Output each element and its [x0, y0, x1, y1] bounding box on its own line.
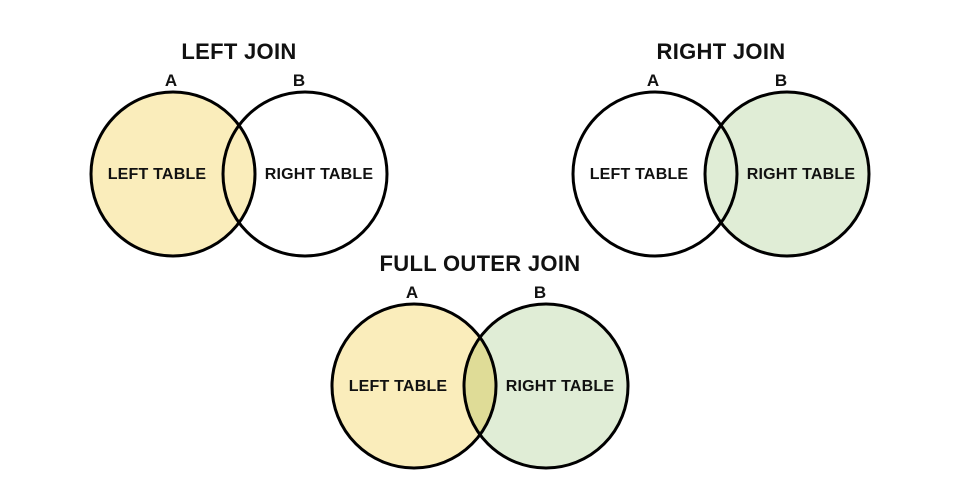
circle-b-outline — [221, 90, 389, 258]
circle-b-region — [464, 304, 628, 468]
left-table-label: LEFT TABLE — [107, 166, 207, 183]
circle-b-outline — [703, 90, 871, 258]
set-a-label: A — [646, 71, 660, 90]
circle-a-region — [91, 92, 255, 256]
right-table-label: RIGHT TABLE — [264, 166, 374, 183]
right-table-label: RIGHT TABLE — [505, 378, 615, 395]
overlap-region — [704, 125, 738, 223]
set-b-label: B — [533, 283, 547, 302]
venn-diagram-right-join: RIGHT JOIN A B LEFT TABLE RIGHT TABLE — [567, 36, 875, 282]
circle-a-outline — [89, 90, 257, 258]
circle-a-region — [332, 304, 496, 468]
set-a-label: A — [164, 71, 178, 90]
diagram-title: LEFT JOIN — [181, 39, 297, 64]
venn-circles-graphic — [571, 90, 871, 258]
left-table-label: LEFT TABLE — [589, 166, 689, 183]
right-table-label: RIGHT TABLE — [746, 166, 856, 183]
set-a-label: A — [405, 283, 419, 302]
diagram-title: FULL OUTER JOIN — [379, 251, 581, 276]
circle-a-outline — [571, 90, 739, 258]
overlap-region — [222, 125, 256, 223]
circle-b-outline — [462, 302, 630, 470]
diagram-title: RIGHT JOIN — [656, 39, 786, 64]
left-table-label: LEFT TABLE — [348, 378, 448, 395]
venn-diagram-left-join: LEFT JOIN A B LEFT TABLE RIGHT TABLE — [85, 36, 393, 282]
set-b-label: B — [774, 71, 788, 90]
set-b-label: B — [292, 71, 306, 90]
venn-circles-graphic — [330, 302, 630, 470]
circle-b-region — [705, 92, 869, 256]
overlap-region — [463, 337, 497, 435]
venn-diagram-full-outer-join: FULL OUTER JOIN A B LEFT TABLE RIGHT TAB… — [326, 248, 634, 494]
circle-a-outline — [330, 302, 498, 470]
venn-circles-graphic — [89, 90, 389, 258]
